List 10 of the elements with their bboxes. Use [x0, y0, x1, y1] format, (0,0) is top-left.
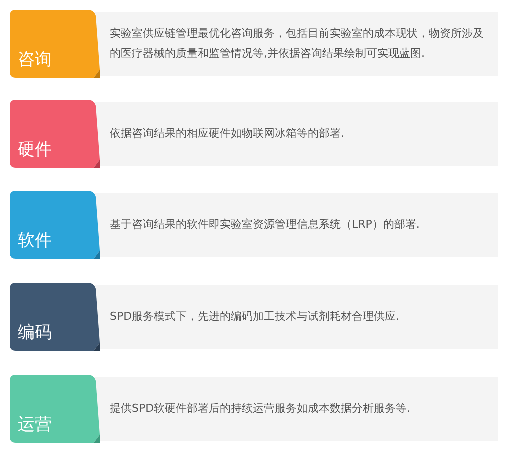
tag-title: 运营 — [18, 414, 52, 436]
tag-title: 软件 — [18, 230, 52, 252]
description-text: 实验室供应链管理最优化咨询服务，包括目前实验室的成本现状，物资所涉及的医疗器械的质量和监管情况等,并依据咨询结果绘制可实现蓝图. — [110, 26, 484, 62]
description-text: 基于咨询结果的软件即实验室资源管理信息系统（LRP）的部署. — [110, 217, 420, 233]
tag-title: 编码 — [18, 322, 52, 344]
tag-title: 咨询 — [18, 49, 52, 71]
description-text: SPD服务模式下，先进的编码加工技术与试剂耗材合理供应. — [110, 309, 400, 325]
description-text: 提供SPD软硬件部署后的持续运营服务如成本数据分析服务等. — [110, 401, 411, 417]
description-text: 依据咨询结果的相应硬件如物联网冰箱等的部署. — [110, 126, 344, 142]
tag-title: 硬件 — [18, 139, 52, 161]
